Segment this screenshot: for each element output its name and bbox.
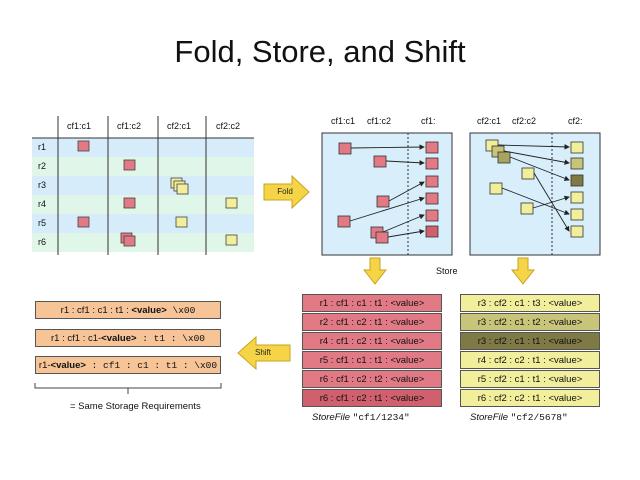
cell-r6-cf1c2-b	[123, 235, 136, 247]
shift-box-3-pre: r1-	[38, 360, 51, 371]
storefile1-row: r6 : cf1 : c2 : t2 : <value>	[302, 370, 442, 388]
panel1-header-cf1c1: cf1:c1	[331, 116, 356, 126]
cell-r4-cf1c2	[123, 197, 136, 209]
storefile2-row: r3 : cf2 : c1 : t3 : <value>	[460, 294, 600, 312]
row-label-r6: r6	[38, 237, 47, 247]
storefile2-row: r3 : cf2 : c1 : t2 : <value>	[460, 313, 600, 331]
table-grid	[32, 116, 254, 255]
cell-r6-cf2c2	[225, 234, 238, 246]
panel2-header-cf2c1: cf2:c1	[477, 116, 502, 126]
panel1-header-cf1c2: cf1:c2	[367, 116, 392, 126]
shift-box-1-post: \x00	[166, 305, 196, 316]
shift-box-2: r1 : cf1 : c1-<value> : t1 : \x00	[35, 329, 221, 347]
shift-box-2-bold: <value>	[101, 333, 137, 344]
shift-box-1-bold: <value>	[131, 305, 167, 316]
panel1-header-cf1: cf1:	[421, 116, 436, 126]
store-arrow-2	[510, 257, 536, 285]
row-label-r5: r5	[38, 218, 47, 228]
fold-arrow	[263, 174, 310, 210]
table-bands	[32, 138, 254, 252]
cell-r5-cf1c1	[77, 216, 90, 228]
same-storage-note: = Same Storage Requirements	[70, 401, 201, 412]
shift-box-3-post: : cf1 : c1 : t1 : \x00	[85, 360, 218, 371]
col-header-cf1c1: cf1:c1	[67, 121, 92, 131]
store-label: Store	[436, 266, 458, 276]
storefile2-row: r4 : cf2 : c2 : t1 : <value>	[460, 351, 600, 369]
shift-box-1: r1 : cf1 : c1 : t1 : <value> \x00	[35, 301, 221, 319]
col-header-cf2c1: cf2:c1	[167, 121, 192, 131]
row-label-r1: r1	[38, 142, 47, 152]
panel-cf2	[469, 132, 601, 256]
storefile2-row: r6 : cf2 : c2 : t1 : <value>	[460, 389, 600, 407]
row-label-r4: r4	[38, 199, 47, 209]
storefile2-caption-path: "cf2/5678"	[510, 412, 568, 423]
col-header-cf1c2: cf1:c2	[117, 121, 142, 131]
cell-r1-cf1c1	[77, 140, 90, 152]
cell-r3-cf2c1-c	[176, 183, 189, 195]
cell-r4-cf2c2	[225, 197, 238, 209]
storefile1-row: r4 : cf1 : c2 : t1 : <value>	[302, 332, 442, 350]
shift-label: Shift	[254, 348, 271, 357]
storefile1-row: r2 : cf1 : c2 : t1 : <value>	[302, 313, 442, 331]
panel-cf1	[321, 132, 453, 256]
row-label-r2: r2	[38, 161, 47, 171]
cell-r2-cf1c2	[123, 159, 136, 171]
storefile1-caption-word: StoreFile	[312, 412, 351, 423]
storefile1-caption-path: "cf1/1234"	[352, 412, 410, 423]
panel2-header-cf2: cf2:	[568, 116, 583, 126]
shift-box-2-pre: r1 : cf1 : c1-	[51, 333, 102, 344]
storefile2-row: r5 : cf2 : c1 : t1 : <value>	[460, 370, 600, 388]
table-cells	[77, 140, 238, 247]
storefile2-caption-word: StoreFile	[470, 412, 509, 423]
storefile2-caption: StoreFile "cf2/5678"	[470, 412, 568, 423]
fold-label: Fold	[277, 187, 293, 196]
row-label-r3: r3	[38, 180, 47, 190]
store-arrow-1	[362, 257, 388, 285]
shift-box-2-post: : t1 : \x00	[136, 333, 205, 344]
storefile1-row: r6 : cf1 : c2 : t1 : <value>	[302, 389, 442, 407]
storefile1-caption: StoreFile "cf1/1234"	[312, 412, 410, 423]
same-storage-brace	[34, 383, 222, 394]
storefile1-row: r5 : cf1 : c1 : t1 : <value>	[302, 351, 442, 369]
shift-arrow	[237, 335, 291, 371]
cell-r5-cf2c1	[175, 216, 188, 228]
shift-box-3-bold: <value>	[50, 360, 86, 371]
storefile1-row: r1 : cf1 : c1 : t1 : <value>	[302, 294, 442, 312]
panel2-header-cf2c2: cf2:c2	[512, 116, 537, 126]
slide-title: Fold, Store, and Shift	[174, 34, 466, 69]
storefile2-row: r3 : cf2 : c1 : t1 : <value>	[460, 332, 600, 350]
shift-box-1-pre: r1 : cf1 : c1 : t1 :	[60, 305, 132, 316]
shift-box-3: r1-<value> : cf1 : c1 : t1 : \x00	[35, 356, 221, 374]
col-header-cf2c2: cf2:c2	[216, 121, 241, 131]
